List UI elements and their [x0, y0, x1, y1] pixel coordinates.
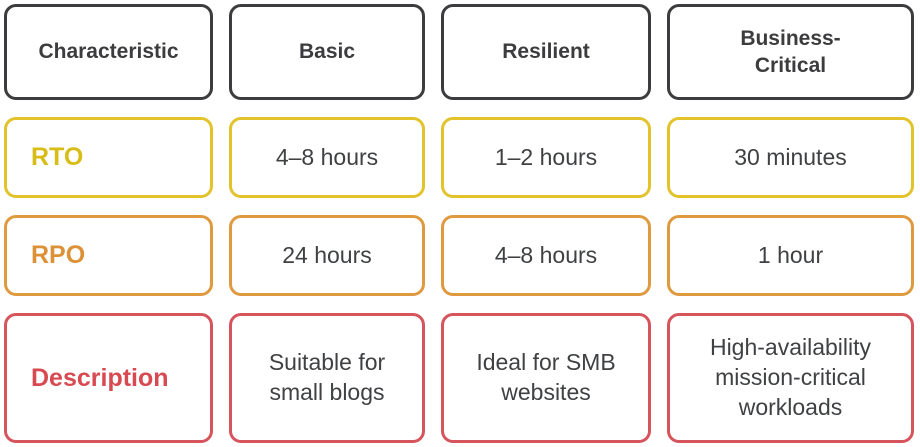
cell-rto-business-critical: 30 minutes: [667, 117, 914, 198]
header-cell-characteristic: Characteristic: [4, 4, 213, 100]
cell-rpo-resilient: 4–8 hours: [441, 215, 651, 296]
header-cell-business-critical: Business- Critical: [667, 4, 914, 100]
cell-rpo-basic: 24 hours: [229, 215, 425, 296]
row-label-description: Description: [4, 313, 213, 443]
header-cell-basic: Basic: [229, 4, 425, 100]
cell-rto-resilient: 1–2 hours: [441, 117, 651, 198]
cell-description-basic: Suitable for small blogs: [229, 313, 425, 443]
header-cell-resilient: Resilient: [441, 4, 651, 100]
cell-description-business-critical: High-availability mission-critical workl…: [667, 313, 914, 443]
cell-description-resilient: Ideal for SMB websites: [441, 313, 651, 443]
table-grid: Characteristic Basic Resilient Business-…: [4, 4, 920, 443]
row-label-rpo: RPO: [4, 215, 213, 296]
cell-rpo-business-critical: 1 hour: [667, 215, 914, 296]
row-label-rto: RTO: [4, 117, 213, 198]
cell-rto-basic: 4–8 hours: [229, 117, 425, 198]
